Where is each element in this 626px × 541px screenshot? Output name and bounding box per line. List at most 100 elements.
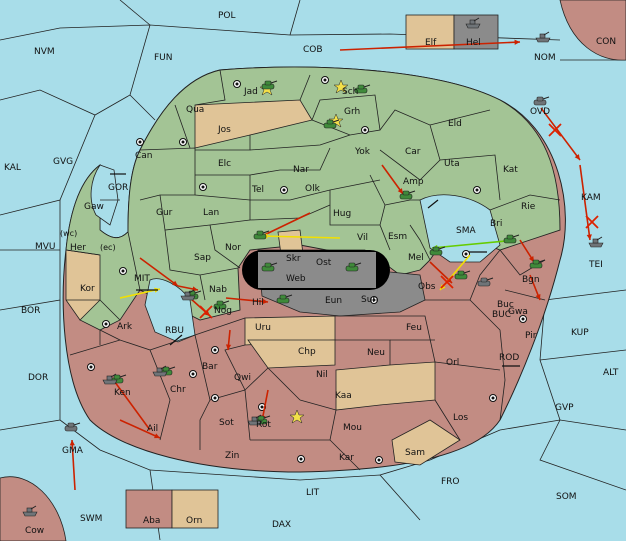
label-ovd: OVD xyxy=(530,107,550,117)
label-ark: Ark xyxy=(117,322,133,332)
failed-order-mark xyxy=(548,123,562,137)
province-orn[interactable] xyxy=(171,489,219,529)
army-icon[interactable] xyxy=(345,262,362,272)
army-icon[interactable] xyxy=(253,230,270,240)
label-mel: Mel xyxy=(408,253,424,263)
label-gor: GOR xyxy=(108,183,128,193)
label-kaa: Kaa xyxy=(335,391,352,401)
label-sma: SMA xyxy=(456,226,476,236)
failed-order-mark xyxy=(199,305,213,319)
label-sot: Sot xyxy=(219,418,234,428)
label-con: CON xyxy=(596,37,616,47)
fleet-icon[interactable] xyxy=(465,17,481,29)
order-arrow xyxy=(261,235,341,239)
label-gaw: Gaw xyxy=(84,202,104,212)
arrow-head xyxy=(535,294,541,300)
army-icon[interactable] xyxy=(429,246,446,256)
army-icon[interactable] xyxy=(399,190,416,200)
fleet-icon[interactable] xyxy=(180,289,196,301)
army-icon[interactable] xyxy=(261,262,278,272)
army-icon[interactable] xyxy=(213,300,230,310)
label-pol: POL xyxy=(218,11,236,21)
arrow-head xyxy=(69,440,75,446)
label-elf: Elf xyxy=(425,38,437,48)
label-bor: BOR xyxy=(21,306,40,316)
label-car: Car xyxy=(405,147,421,157)
army-icon[interactable] xyxy=(533,96,550,106)
fleet-icon[interactable] xyxy=(152,365,168,377)
label-her: Her xyxy=(70,243,86,253)
label-som: SOM xyxy=(556,492,577,502)
label-sam: Sam xyxy=(405,448,425,458)
order-arrow xyxy=(381,164,404,195)
arrow-head xyxy=(172,280,178,286)
label-uta: Uta xyxy=(444,159,460,169)
army-icon[interactable] xyxy=(261,80,278,90)
label-dax: DAX xyxy=(272,520,291,530)
label-nog: Nog xyxy=(214,306,232,316)
label-swm: SWM xyxy=(80,514,102,524)
arrow-head xyxy=(262,298,268,305)
label-gma: GMA xyxy=(62,446,84,456)
order-arrow xyxy=(431,239,517,249)
arrow-head xyxy=(397,188,403,194)
label-ail: Ail xyxy=(147,424,158,434)
label-wc: (wc) xyxy=(60,229,77,238)
sea-sma[interactable] xyxy=(419,194,501,263)
army-icon[interactable] xyxy=(64,422,81,432)
label-nar: Nar xyxy=(293,165,309,175)
army-icon[interactable] xyxy=(529,259,546,269)
fleet-icon[interactable] xyxy=(22,505,38,517)
label-fro: FRO xyxy=(441,477,460,487)
arrow-head xyxy=(528,256,534,262)
label-tei: TEI xyxy=(588,260,603,270)
label-nil: Nil xyxy=(316,370,328,380)
label-tel: Tel xyxy=(251,185,264,195)
adjacency-arrow-icon xyxy=(169,334,183,346)
label-hel: Hel xyxy=(466,38,481,48)
army-icon[interactable] xyxy=(477,277,494,287)
arrow-head xyxy=(574,154,580,160)
label-uru: Uru xyxy=(255,323,271,333)
army-icon[interactable] xyxy=(276,294,293,304)
label-qua: Qua xyxy=(186,105,204,115)
label-skr: Skr xyxy=(286,254,301,264)
fleet-icon[interactable] xyxy=(102,373,118,385)
province-jos[interactable] xyxy=(194,99,313,149)
label-nab: Nab xyxy=(209,285,227,295)
label-neu: Neu xyxy=(367,348,385,358)
army-icon[interactable] xyxy=(354,84,371,94)
label-los: Los xyxy=(453,413,468,423)
order-arrow xyxy=(119,419,161,439)
sea-mit-rbu[interactable] xyxy=(144,278,196,343)
order-arrow xyxy=(579,164,591,241)
label-buc: Buc xyxy=(497,300,514,310)
label-gvp: GVP xyxy=(555,403,574,413)
army-icon[interactable] xyxy=(454,270,471,280)
fleet-icon[interactable] xyxy=(588,236,604,248)
province-borders xyxy=(65,69,561,345)
label-sun: Sun xyxy=(361,295,378,305)
province-chp[interactable] xyxy=(247,339,336,369)
order-arrow xyxy=(339,41,521,51)
army-icon[interactable] xyxy=(503,234,520,244)
arrow-head xyxy=(154,433,160,439)
label-rod: ROD xyxy=(499,353,519,363)
label-cob: COB xyxy=(303,45,323,55)
label-eld: Eld xyxy=(448,119,462,129)
label-ken: Ken xyxy=(114,388,131,398)
province-sam[interactable] xyxy=(391,419,461,466)
label-nor: Nor xyxy=(225,243,241,253)
label-aba: Aba xyxy=(143,516,160,526)
label-nom: NOM xyxy=(534,53,556,63)
army-icon[interactable] xyxy=(323,119,340,129)
fleet-icon[interactable] xyxy=(535,31,551,43)
label-cow: Cow xyxy=(25,526,44,536)
label-gwa: Gwa xyxy=(508,307,528,317)
fleet-icon[interactable] xyxy=(247,414,263,426)
label-hil: Hil xyxy=(252,298,264,308)
arrow-head xyxy=(586,234,592,240)
sea-gor[interactable] xyxy=(90,164,119,226)
